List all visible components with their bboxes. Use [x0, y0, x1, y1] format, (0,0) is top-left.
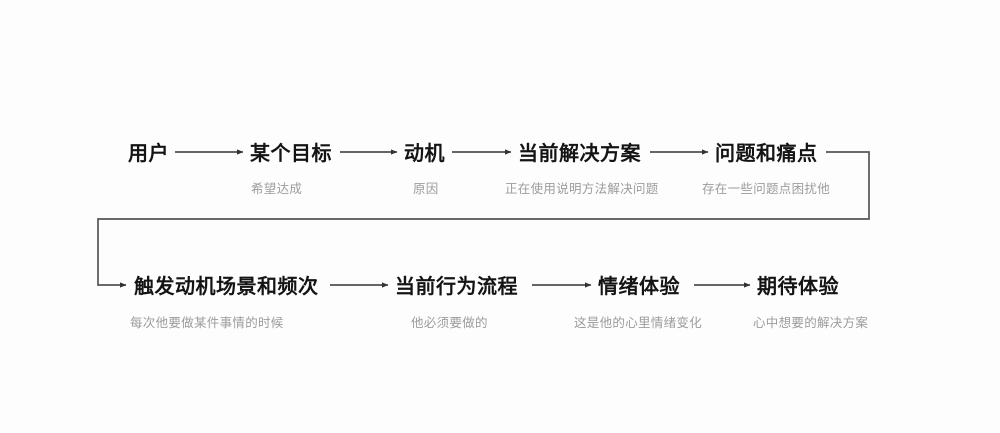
node-user[interactable]: 用户	[128, 142, 169, 164]
node-current-solution-sublabel: 正在使用说明方法解决问题	[505, 181, 659, 196]
node-expected-experience-label: 期待体验	[757, 274, 839, 298]
node-motivation-sublabel: 原因	[413, 181, 439, 196]
node-current-behaviour-flow-label: 当前行为流程	[395, 274, 518, 298]
node-problems-painpoints-label: 问题和痛点	[715, 141, 818, 165]
wrap-around-connector	[97, 151, 870, 288]
node-user-label: 用户	[128, 141, 169, 165]
node-motivation[interactable]: 动机 原因	[404, 141, 445, 196]
node-goal[interactable]: 某个目标 希望达成	[250, 141, 332, 196]
node-emotional-experience-sublabel: 这是他的心里情绪变化	[574, 315, 703, 330]
node-current-behaviour-flow-sublabel: 他必须要做的	[411, 315, 488, 330]
node-expected-experience[interactable]: 期待体验 心中想要的解决方案	[753, 274, 868, 330]
node-emotional-experience[interactable]: 情绪体验 这是他的心里情绪变化	[574, 274, 702, 330]
node-emotional-experience-label: 情绪体验	[598, 274, 680, 298]
node-expected-experience-sublabel: 心中想要的解决方案	[753, 315, 869, 330]
node-goal-label: 某个目标	[250, 141, 332, 165]
node-trigger-scene-frequency[interactable]: 触发动机场景和频次 每次他要做某件事情的时候	[130, 274, 319, 330]
node-problems-painpoints[interactable]: 问题和痛点 存在一些问题点困扰他	[702, 141, 830, 196]
node-problems-painpoints-sublabel: 存在一些问题点困扰他	[702, 181, 831, 196]
node-trigger-scene-frequency-sublabel: 每次他要做某件事情的时候	[130, 315, 284, 330]
node-motivation-label: 动机	[404, 141, 445, 165]
node-trigger-scene-frequency-label: 触发动机场景和频次	[134, 274, 319, 298]
node-goal-sublabel: 希望达成	[251, 181, 303, 196]
node-current-solution[interactable]: 当前解决方案 正在使用说明方法解决问题	[505, 141, 658, 196]
node-current-solution-label: 当前解决方案	[518, 141, 641, 165]
node-current-behaviour-flow[interactable]: 当前行为流程 他必须要做的	[395, 274, 518, 330]
